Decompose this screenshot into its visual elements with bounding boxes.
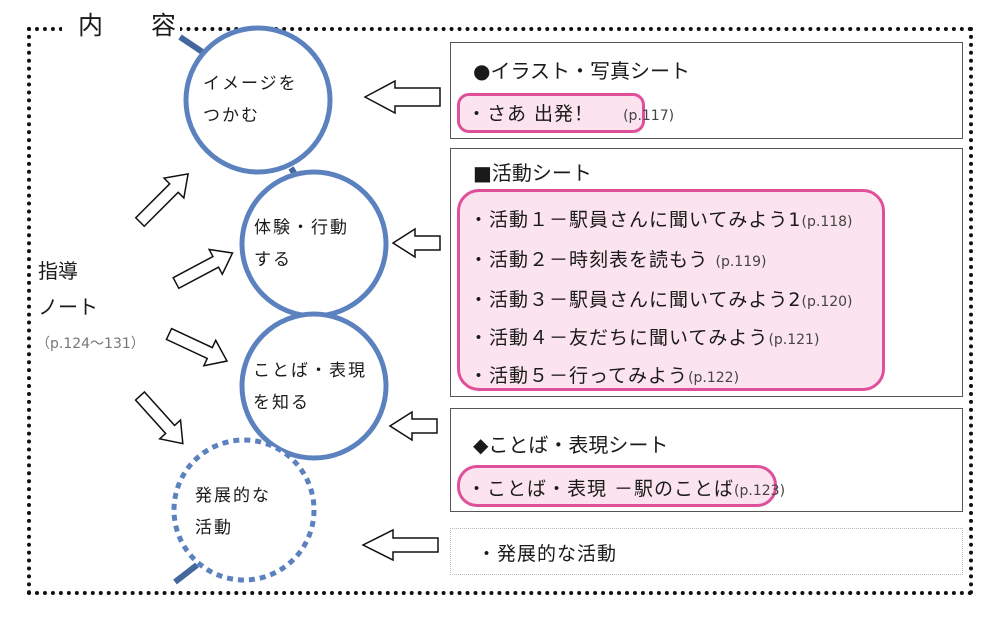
highlight-pill <box>457 465 777 507</box>
arrow-diagonal-icon <box>134 390 184 445</box>
box-heading: ■活動シート <box>473 161 592 185</box>
circle-label-line: する <box>254 250 292 270</box>
circle-label-line: イメージを <box>203 74 298 94</box>
content-frame <box>27 27 973 595</box>
item-text: ・ことば・表現 －駅のことば <box>467 478 735 500</box>
page-ref: (p.122) <box>688 370 740 386</box>
circle-label-grasp-image: イメージを つかむ <box>203 68 298 132</box>
highlight-pill <box>457 189 885 391</box>
development-activity-box: ・発展的な活動 <box>450 528 963 575</box>
circle-know-words <box>239 311 389 461</box>
circle-label-experience: 体験・行動 する <box>254 212 349 276</box>
page-title: 内 容 <box>78 11 196 40</box>
arrow-diagonal-icon <box>134 172 190 228</box>
arrow-diagonal-icon <box>165 327 229 367</box>
item-text: ・さあ 出発！ <box>467 103 595 125</box>
circle-label-line: ことば・表現 <box>253 361 367 381</box>
box-heading: ◆ことば・表現シート <box>473 433 669 457</box>
list-item: ・活動４－友だちに聞いてみよう(p.121) <box>469 323 819 350</box>
item-text: ・活動１－駅員さんに聞いてみよう1 <box>469 209 802 231</box>
arrow-left-icon <box>391 227 441 259</box>
arrow-diagonal-icon <box>172 248 234 290</box>
list-item: ・発展的な活動 <box>477 543 618 565</box>
circle-label-line: を知る <box>253 393 310 413</box>
page-ref: (p.119) <box>715 254 767 270</box>
item-text: ・活動４－友だちに聞いてみよう <box>469 327 769 349</box>
circle-label-development: 発展的な 活動 <box>195 480 271 544</box>
circle-development <box>171 437 317 583</box>
circle-label-line: 発展的な <box>195 486 271 506</box>
box-heading: ●イラスト・写真シート <box>473 59 691 83</box>
highlight-pill <box>457 93 645 133</box>
expression-sheet-box: ◆ことば・表現シート ・ことば・表現 －駅のことば(p.123) <box>450 408 963 512</box>
list-item: ・活動５－行ってみよう(p.122) <box>469 361 739 388</box>
title-mask <box>62 6 180 46</box>
circle-grasp-image <box>183 25 333 175</box>
circle-label-line: つかむ <box>203 106 260 126</box>
page-ref: (p.118) <box>801 214 853 230</box>
circle-label-know-words: ことば・表現 を知る <box>253 355 367 419</box>
page-ref: (p.123) <box>734 483 786 499</box>
circle-label-line: 体験・行動 <box>254 218 349 238</box>
list-item: ・ことば・表現 －駅のことば(p.123) <box>467 474 785 501</box>
page-ref: (p.120) <box>801 294 853 310</box>
page-ref: (p.117) <box>623 108 675 124</box>
illustration-sheet-box: ●イラスト・写真シート ・さあ 出発！ (p.117) <box>450 42 963 139</box>
circle-label-line: 活動 <box>195 518 233 538</box>
connector-bottom <box>173 562 199 585</box>
guide-note-label: 指導 ノート <box>38 253 98 325</box>
guide-note-line: 指導 <box>38 259 78 283</box>
item-text: ・活動３－駅員さんに聞いてみよう2 <box>469 289 802 311</box>
guide-note-pages: （p.124〜131） <box>36 336 145 352</box>
page-ref: (p.121) <box>768 332 820 348</box>
arrow-left-icon <box>388 410 438 442</box>
activity-sheet-box: ■活動シート ・活動１－駅員さんに聞いてみよう1(p.118) ・活動２－時刻表… <box>450 148 963 397</box>
list-item: ・さあ 出発！ (p.117) <box>467 99 674 126</box>
item-text: ・活動５－行ってみよう <box>469 365 689 387</box>
guide-note-line: ノート <box>38 295 98 319</box>
item-text: ・活動２－時刻表を読もう <box>469 249 716 271</box>
list-item: ・活動１－駅員さんに聞いてみよう1(p.118) <box>469 205 853 232</box>
list-item: ・活動３－駅員さんに聞いてみよう2(p.120) <box>469 285 853 312</box>
arrow-left-icon <box>363 79 441 115</box>
arrow-left-icon <box>361 528 439 562</box>
list-item: ・活動２－時刻表を読もう (p.119) <box>469 245 766 272</box>
